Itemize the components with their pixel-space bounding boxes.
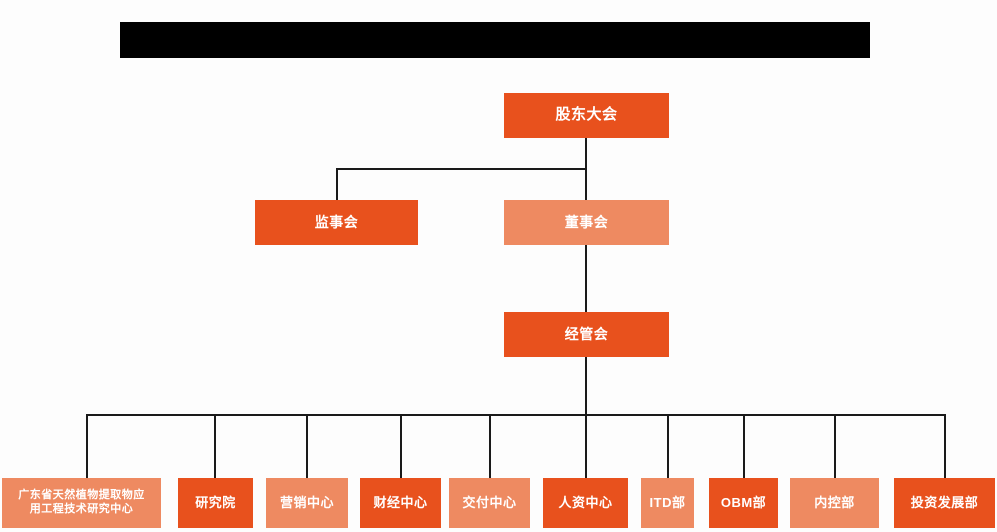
org-node-label: 董事会 bbox=[564, 213, 609, 230]
org-node-research-center[interactable]: 广东省天然植物提取物应 用工程技术研究中心 bbox=[2, 478, 161, 528]
connector-to-delivery bbox=[489, 414, 491, 478]
org-node-investment[interactable]: 投资发展部 bbox=[894, 478, 995, 528]
org-node-label: 经管会 bbox=[564, 325, 609, 342]
org-node-finance[interactable]: 财经中心 bbox=[360, 478, 441, 528]
org-node-label: 投资发展部 bbox=[910, 494, 979, 510]
connector-management-down bbox=[585, 357, 587, 415]
org-node-delivery[interactable]: 交付中心 bbox=[449, 478, 530, 528]
connector-shareholders-down bbox=[585, 138, 587, 169]
org-node-label: 股东大会 bbox=[555, 106, 618, 124]
connector-to-hr bbox=[585, 414, 587, 478]
connector-to-investment bbox=[944, 414, 946, 478]
connector-to-research-center bbox=[86, 414, 88, 478]
org-node-label: 人资中心 bbox=[558, 494, 613, 510]
connector-directors-to-management bbox=[585, 245, 587, 312]
org-node-label: 营销中心 bbox=[279, 494, 334, 510]
org-node-supervisors[interactable]: 监事会 bbox=[255, 200, 418, 245]
org-node-label: 研究院 bbox=[195, 494, 236, 510]
org-node-obm[interactable]: OBM部 bbox=[709, 478, 778, 528]
org-node-label: 财经中心 bbox=[373, 494, 428, 510]
org-node-itd[interactable]: ITD部 bbox=[641, 478, 694, 528]
org-node-directors[interactable]: 董事会 bbox=[504, 200, 669, 245]
org-node-label: 交付中心 bbox=[462, 494, 517, 510]
org-node-management[interactable]: 经管会 bbox=[504, 312, 669, 357]
redacted-title-bar bbox=[120, 22, 870, 58]
org-node-label: 内控部 bbox=[814, 494, 855, 510]
org-node-institute[interactable]: 研究院 bbox=[178, 478, 253, 528]
org-node-shareholders[interactable]: 股东大会 bbox=[504, 93, 669, 138]
org-node-internal-control[interactable]: 内控部 bbox=[790, 478, 879, 528]
connector-to-institute bbox=[214, 414, 216, 478]
connector-to-internal-control bbox=[834, 414, 836, 478]
connector-to-itd bbox=[667, 414, 669, 478]
connector-to-finance bbox=[400, 414, 402, 478]
org-node-label: 监事会 bbox=[314, 213, 359, 230]
org-node-label: OBM部 bbox=[720, 494, 767, 510]
connector-to-directors bbox=[585, 168, 587, 200]
org-node-hr[interactable]: 人资中心 bbox=[543, 478, 628, 528]
org-node-label: 广东省天然植物提取物应 用工程技术研究中心 bbox=[18, 489, 145, 515]
connector-to-supervisors bbox=[336, 168, 338, 200]
connector-departments-bus bbox=[86, 414, 945, 416]
org-node-label: ITD部 bbox=[649, 494, 686, 510]
org-node-marketing[interactable]: 营销中心 bbox=[266, 478, 348, 528]
connector-to-marketing bbox=[306, 414, 308, 478]
connector-to-obm bbox=[743, 414, 745, 478]
connector-level2-bus bbox=[336, 168, 587, 170]
